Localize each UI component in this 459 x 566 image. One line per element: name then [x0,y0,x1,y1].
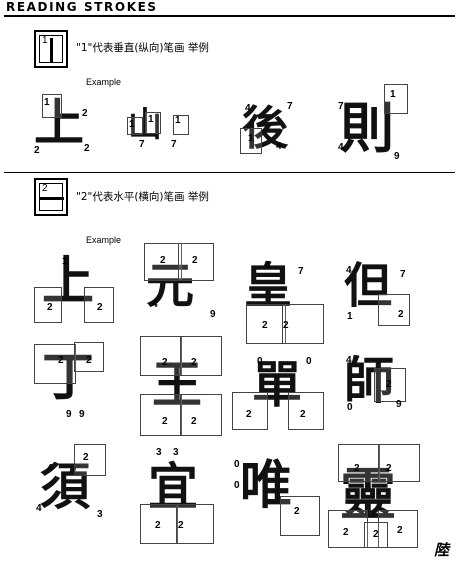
publisher-logo: 陸 [433,541,449,559]
stroke-symbol-2: 2 [34,178,68,216]
section-header: READING STROKES [6,0,158,14]
section2-example-label: Example [86,235,122,245]
section1-example-label: Example [86,77,122,87]
section1-description: "1"代表垂直(纵向)笔画 举例 [76,42,209,54]
section2-description: "2"代表水平(横向)笔画 举例 [76,191,209,203]
section-divider [4,172,455,173]
header-rule [4,15,455,17]
stroke-symbol-1: 1 [34,30,68,68]
